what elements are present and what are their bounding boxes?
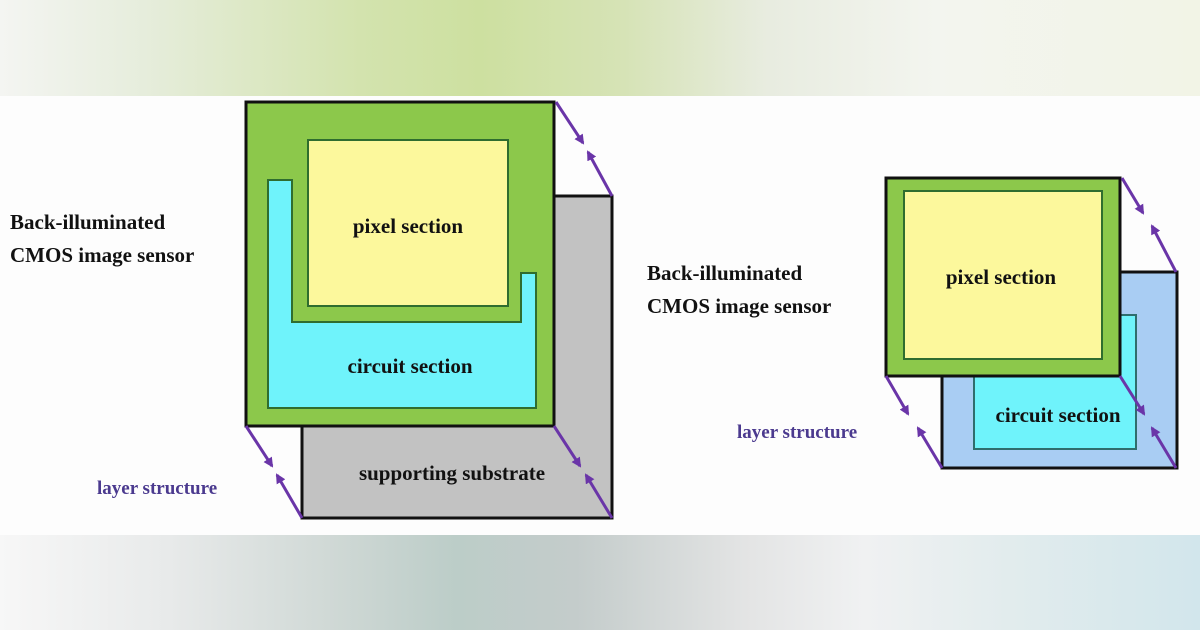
right-title-line2: CMOS image sensor [647, 294, 831, 318]
substrate-label: supporting substrate [359, 461, 545, 485]
right-layer-structure-label: layer structure [737, 422, 857, 443]
arrow-bottom-left-down [244, 425, 274, 468]
right-arrow-bottom-left-down [884, 375, 910, 416]
arrow-top-right-down [554, 101, 585, 145]
left-layer-structure-label: layer structure [97, 478, 217, 499]
right-arrow-top-up [1150, 224, 1178, 273]
left-diagram: pixel section circuit section supporting… [10, 100, 614, 520]
left-pixel-label: pixel section [353, 214, 464, 238]
arrow-bottom-right-down [552, 425, 582, 468]
right-pixel-section [903, 190, 1103, 360]
right-arrow-top-down [1120, 177, 1145, 215]
arrow-bottom-right-up [584, 473, 614, 519]
arrow-bottom-left-up [275, 473, 304, 519]
right-diagram: pixel section circuit section Back-illum… [647, 176, 1179, 470]
right-title-line1: Back-illuminated [647, 261, 803, 285]
top-gradient-band [0, 0, 1200, 96]
diagram-figure: pixel section circuit section supporting… [0, 96, 1200, 535]
left-circuit-label: circuit section [348, 354, 473, 378]
left-circuit-section [267, 179, 537, 409]
left-title-line2: CMOS image sensor [10, 243, 194, 267]
sensor-diagrams-svg: pixel section circuit section supporting… [10, 100, 1179, 520]
right-arrow-bottom-right-down [1118, 375, 1146, 416]
left-pixel-section [307, 139, 509, 307]
left-title-line1: Back-illuminated [10, 210, 166, 234]
right-arrow-bottom-left-up [916, 426, 944, 469]
right-arrow-bottom-right-up [1150, 426, 1178, 469]
right-pixel-label: pixel section [946, 265, 1057, 289]
bottom-gradient-band [0, 535, 1200, 630]
arrow-top-right-up [586, 150, 614, 197]
right-circuit-label: circuit section [996, 403, 1121, 427]
